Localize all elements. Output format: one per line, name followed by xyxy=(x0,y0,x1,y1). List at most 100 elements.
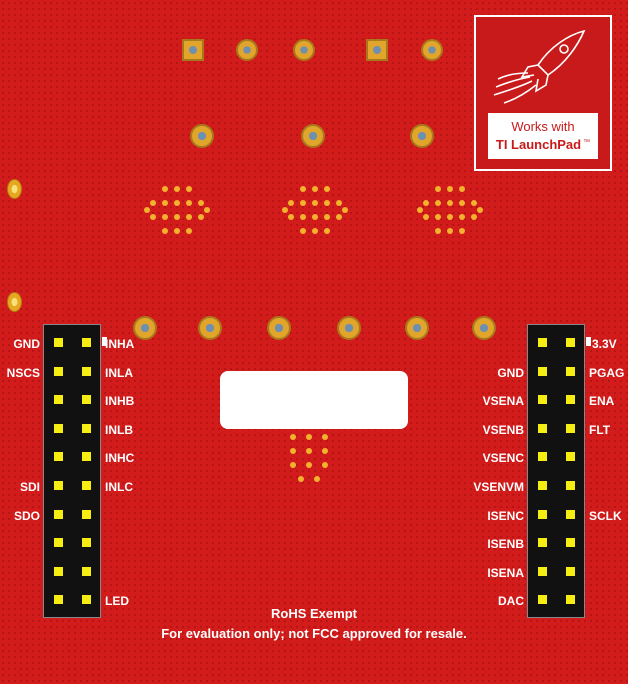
right-outer-label: FLT xyxy=(589,423,611,437)
via xyxy=(198,214,204,220)
rohs-label: RoHS Exempt xyxy=(271,606,357,621)
header-pin xyxy=(566,338,575,347)
left-outer-label: NSCS xyxy=(6,366,40,380)
via xyxy=(298,476,304,482)
round-pad xyxy=(405,316,429,340)
via xyxy=(447,200,453,206)
via xyxy=(290,462,296,468)
right-inner-label: VSENC xyxy=(482,451,524,465)
via xyxy=(447,186,453,192)
round-pad xyxy=(293,39,315,61)
header-pin xyxy=(82,538,91,548)
header-pin xyxy=(82,423,91,433)
header-pin xyxy=(54,566,63,576)
right-outer-label: ENA xyxy=(589,394,615,408)
header-pin xyxy=(538,338,547,347)
via xyxy=(324,200,330,206)
left-inner-label: INLB xyxy=(105,423,133,437)
left-inner-label: LED xyxy=(105,594,129,608)
via xyxy=(435,228,441,234)
via xyxy=(162,214,168,220)
right-inner-label: GND xyxy=(497,366,524,380)
via xyxy=(459,200,465,206)
via xyxy=(162,186,168,192)
via xyxy=(342,207,348,213)
right-outer-label: PGAG xyxy=(589,366,625,380)
header-pin xyxy=(54,452,63,462)
pin1-marker xyxy=(586,337,591,346)
header-pin xyxy=(82,395,91,405)
logo-line1: Works with xyxy=(511,119,575,134)
test-point xyxy=(7,179,22,199)
via xyxy=(306,434,312,440)
header-pin xyxy=(538,395,547,405)
square-pad xyxy=(182,39,204,61)
via xyxy=(471,214,477,220)
logo-line2-text: TI LaunchPad xyxy=(495,137,582,152)
square-pad xyxy=(366,39,388,61)
via xyxy=(186,228,192,234)
trademark-symbol: ™ xyxy=(583,138,591,146)
via xyxy=(324,214,330,220)
header-pin xyxy=(566,509,575,519)
right-inner-label: VSENB xyxy=(482,423,524,437)
right-outer-label: SCLK xyxy=(589,509,622,523)
via xyxy=(322,462,328,468)
via xyxy=(417,207,423,213)
round-pad xyxy=(190,124,214,148)
via xyxy=(186,186,192,192)
via xyxy=(423,214,429,220)
header-pin xyxy=(538,566,547,576)
via xyxy=(324,228,330,234)
via xyxy=(306,448,312,454)
via xyxy=(162,200,168,206)
round-pad xyxy=(421,39,443,61)
left-outer-label: SDO xyxy=(13,509,40,523)
header-pin xyxy=(54,366,63,376)
left-inner-label: INHC xyxy=(105,451,135,465)
header-pin xyxy=(82,366,91,376)
via xyxy=(447,228,453,234)
via xyxy=(288,214,294,220)
via xyxy=(174,228,180,234)
via xyxy=(300,228,306,234)
round-pad xyxy=(301,124,325,148)
via xyxy=(336,200,342,206)
header-pin xyxy=(82,338,91,347)
via xyxy=(204,207,210,213)
header-pin xyxy=(566,395,575,405)
header-pin xyxy=(538,509,547,519)
header-pin xyxy=(538,595,547,605)
header-pin xyxy=(82,452,91,462)
header-pin xyxy=(566,452,575,462)
right-pin-header xyxy=(527,324,585,618)
via xyxy=(423,200,429,206)
via xyxy=(447,214,453,220)
right-inner-label: VSENVM xyxy=(473,480,524,494)
header-pin xyxy=(82,595,91,605)
pin1-marker xyxy=(102,337,107,346)
header-pin xyxy=(538,366,547,376)
header-pin xyxy=(566,538,575,548)
via xyxy=(150,200,156,206)
header-pin xyxy=(538,452,547,462)
via xyxy=(306,462,312,468)
round-pad xyxy=(472,316,496,340)
header-pin xyxy=(566,595,575,605)
header-pin xyxy=(54,538,63,548)
via xyxy=(471,200,477,206)
right-inner-label: VSENA xyxy=(482,394,524,408)
via xyxy=(459,228,465,234)
round-pad xyxy=(410,124,434,148)
left-inner-label: INHA xyxy=(105,337,135,351)
via xyxy=(186,200,192,206)
via xyxy=(336,214,342,220)
via xyxy=(312,186,318,192)
header-pin xyxy=(566,481,575,490)
via xyxy=(435,200,441,206)
via xyxy=(300,200,306,206)
via xyxy=(459,214,465,220)
left-inner-label: INLA xyxy=(105,366,133,380)
